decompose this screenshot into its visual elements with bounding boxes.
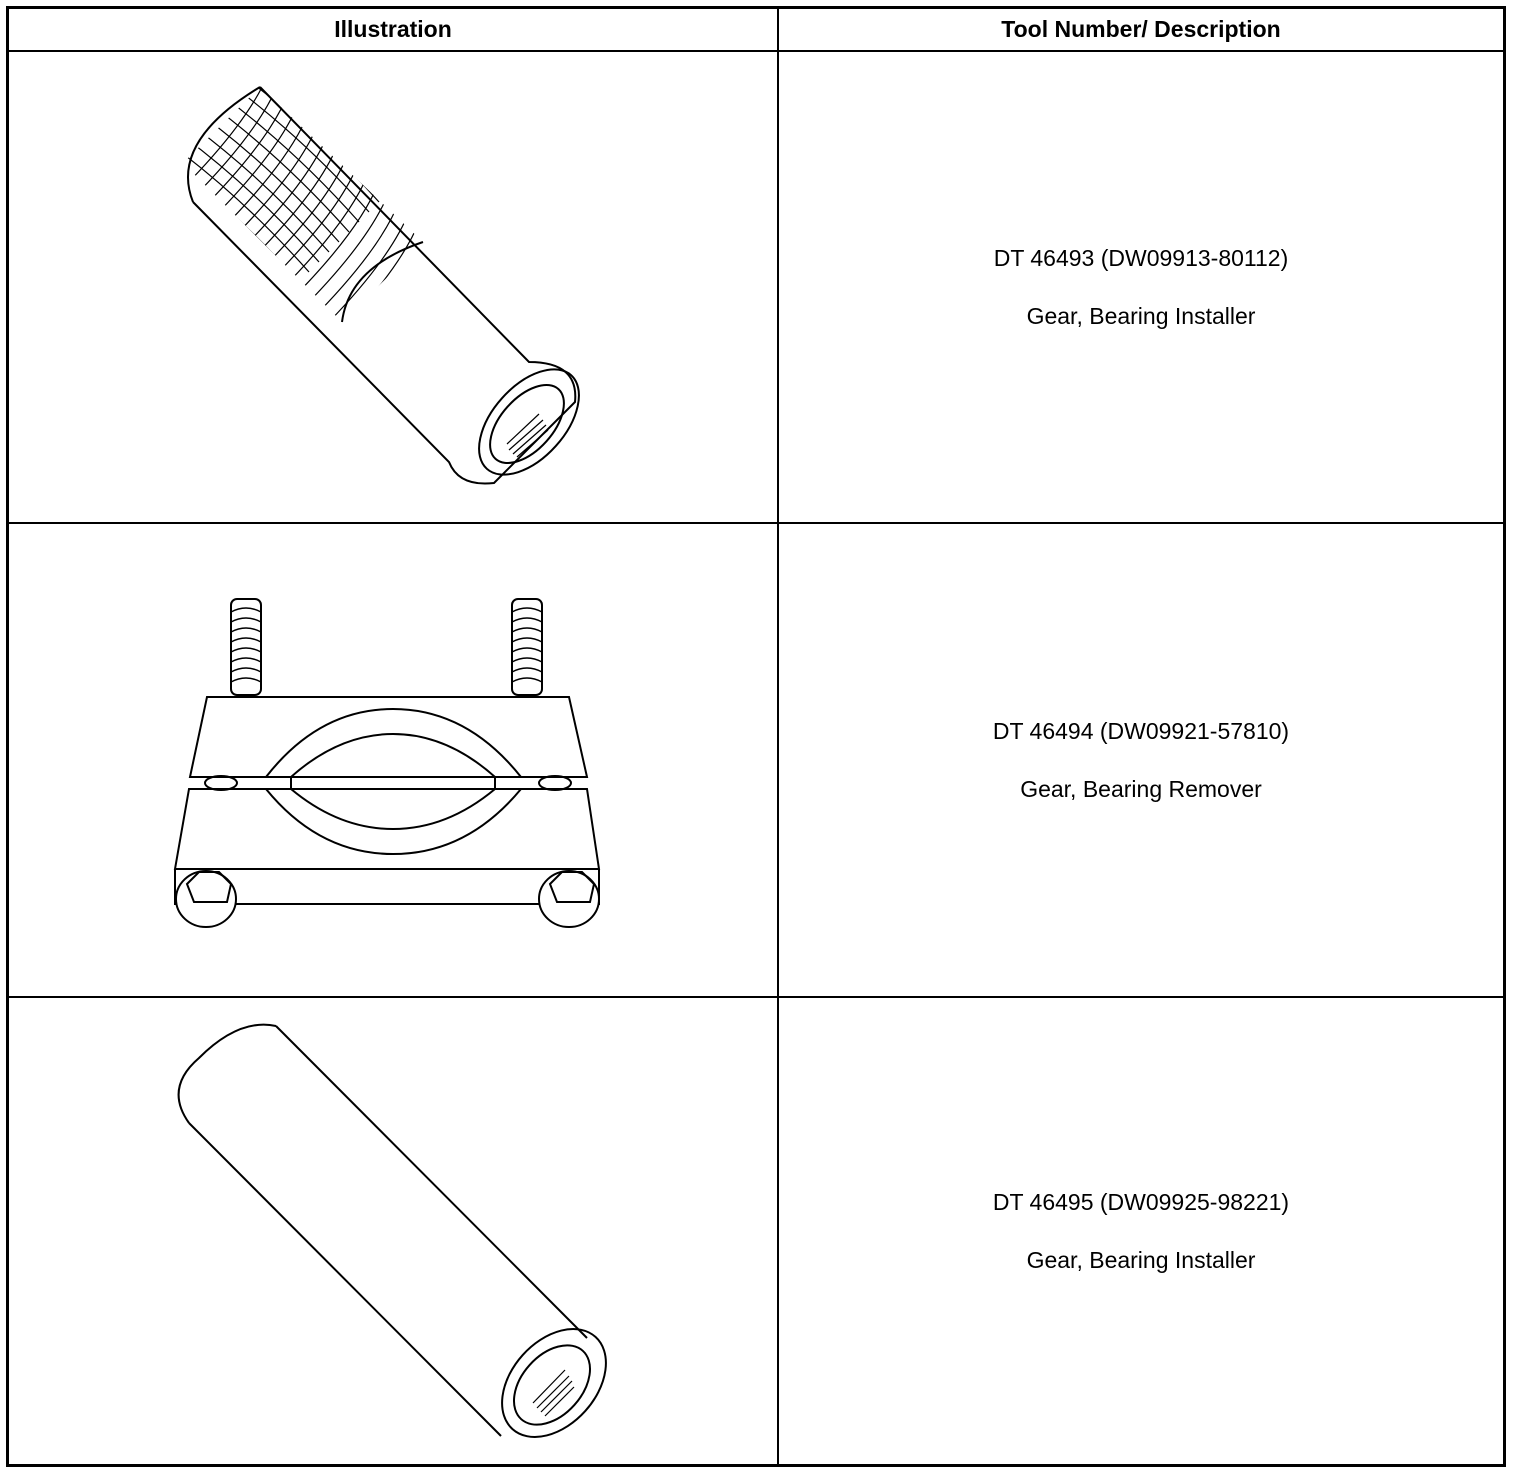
header-illustration: Illustration: [334, 16, 452, 42]
special-tools-table: Illustration Tool Number/ Description: [6, 6, 1506, 1467]
row-divider: [9, 522, 1503, 524]
split-bearing-remover-icon: [173, 598, 601, 928]
table-row-illustration: [9, 524, 777, 996]
header-divider: [9, 50, 1503, 52]
tool-description: Gear, Bearing Installer: [1026, 302, 1256, 329]
row-divider: [9, 996, 1503, 998]
table-row-description: DT 46495 (DW09925-98221) Gear, Bearing I…: [779, 998, 1503, 1464]
tool-number: DT 46495 (DW09925-98221): [992, 1188, 1290, 1215]
tool-description: Gear, Bearing Installer: [1026, 1246, 1256, 1273]
table-row-description: DT 46493 (DW09913-80112) Gear, Bearing I…: [779, 52, 1503, 522]
knurled-bearing-installer-icon: [183, 86, 580, 485]
tool-number: DT 46494 (DW09921-57810): [992, 717, 1290, 744]
tool-description: Gear, Bearing Remover: [1020, 775, 1262, 802]
table-row-description: DT 46494 (DW09921-57810) Gear, Bearing R…: [779, 524, 1503, 996]
tool-number: DT 46493 (DW09913-80112): [993, 244, 1289, 271]
table-row-illustration: [9, 998, 777, 1464]
header-tool-number: Tool Number/ Description: [1001, 16, 1281, 42]
table-row-illustration: [9, 52, 777, 522]
tube-bearing-installer-icon: [177, 1023, 607, 1438]
column-divider: [777, 9, 779, 1464]
